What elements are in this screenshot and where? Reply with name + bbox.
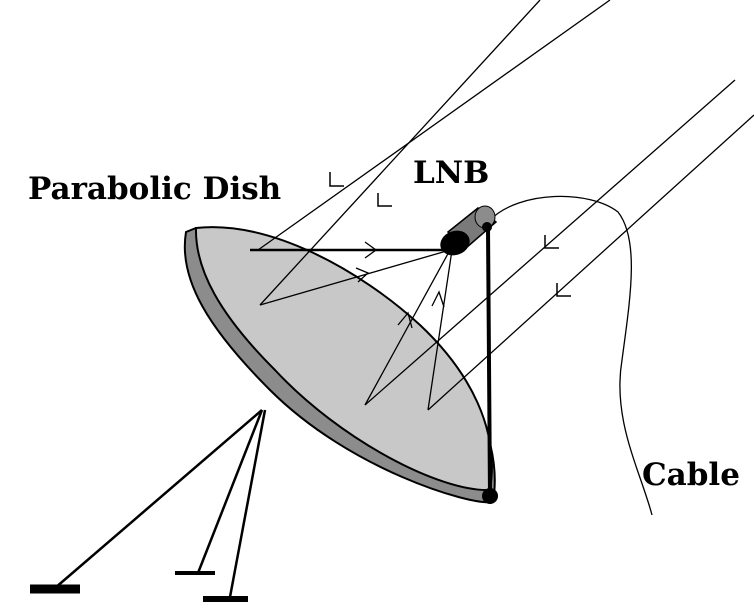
signal-ray [257,0,611,251]
lnb-label: LNB [413,155,490,191]
arrowhead [544,235,559,249]
lnb-feedhorn [440,230,470,256]
arrowhead [377,193,392,207]
feed-support-arm [486,227,492,497]
reflected-rays [250,248,453,411]
signal-ray [259,0,541,306]
arrowhead [397,311,413,329]
cable [489,195,653,516]
signal-ray [364,79,736,406]
signal-ray [427,114,754,411]
reflected-ray [364,249,451,406]
lnb [440,205,498,256]
tripod-leg [228,409,267,598]
ray-arrowheads [329,172,571,297]
tripod-leg [54,409,263,589]
reflected-ray [259,249,451,306]
tripod-leg [196,409,264,574]
parabolic-dish-label: Parabolic Dish [28,171,282,207]
cable-label: Cable [642,457,740,493]
arrowhead [431,290,445,308]
arm-pivot [482,488,498,504]
tripod-mount [30,409,267,602]
incoming-signal-rays [257,0,754,411]
arrowhead [556,283,571,297]
arrowhead [355,267,370,283]
reflected-ray [427,249,453,411]
reflected-arrowheads [355,241,445,329]
arrowhead [329,172,344,187]
arrowhead [364,241,378,259]
lnb-connector [482,222,492,232]
